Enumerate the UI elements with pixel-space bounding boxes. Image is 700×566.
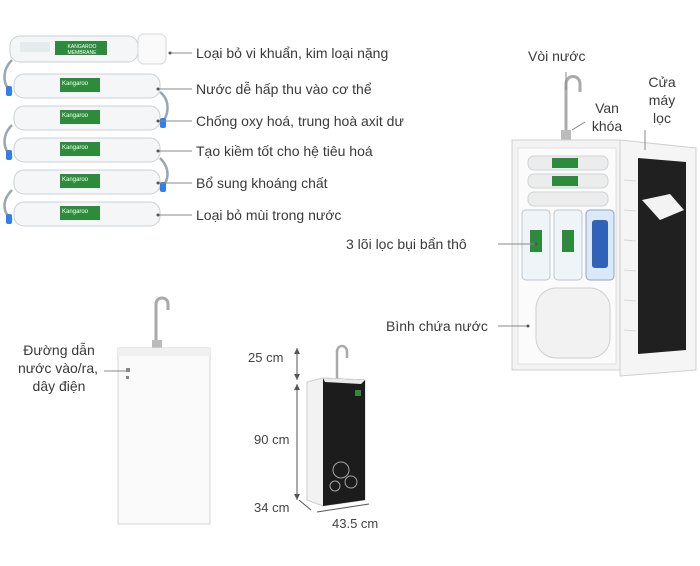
dim-depth: 34 cm [254, 500, 290, 515]
filter-stack-illustration [3, 33, 169, 227]
cartridge-1 [9, 33, 167, 65]
cartridge-1-text: KANGAROO MEMBRANE [67, 44, 97, 56]
stage-label-1: Loại bỏ vi khuẩn, kim loại nặng [196, 45, 389, 61]
dim-width: 43.5 cm [332, 516, 379, 531]
cartridge-5 [13, 169, 161, 195]
back-view-label-2: nước vào/ra, [17, 360, 99, 376]
faucet-label: Vòi nước [528, 48, 586, 64]
cartridge-3 [13, 105, 161, 131]
dim-faucet-icon [335, 344, 349, 380]
stage-label-4: Tạo kiềm tốt cho hệ tiêu hoá [196, 143, 373, 159]
door-label-1: Cửa [648, 74, 676, 90]
door-label-3: lọc [653, 110, 671, 126]
back-faucet-icon [154, 296, 170, 348]
stage-label-6: Loại bỏ mùi trong nước [196, 207, 342, 223]
stage-label-5: Bổ sung khoáng chất [196, 175, 328, 191]
cartridge-5-text: Kangaroo [62, 177, 89, 183]
door-label-2: máy [648, 92, 676, 108]
cartridge-3-text: Kangaroo [62, 113, 89, 119]
cartridge-6 [13, 201, 161, 227]
cabinet-leader-lines [498, 72, 646, 328]
stage-label-2: Nước dễ hấp thu vào cơ thể [196, 81, 372, 97]
open-cabinet-illustration [511, 75, 697, 377]
cartridge-6-text: Kangaroo [62, 209, 89, 215]
dim-body-height: 90 cm [254, 432, 290, 447]
cartridge-2-text: Kangaroo [62, 81, 89, 87]
tank-label: Bình chứa nước [386, 318, 488, 334]
dimension-illustration [294, 344, 370, 513]
valve-label-1: Van [595, 100, 619, 116]
back-view-label-1: Đường dẫn [23, 342, 95, 358]
filter-stack [0, 30, 180, 230]
back-view-illustration [117, 296, 211, 525]
dim-faucet-height: 25 cm [248, 350, 284, 365]
cartridge-4 [13, 137, 161, 163]
stage-leader-lines [156, 51, 192, 217]
back-view-label-3: dây điện [32, 378, 86, 394]
cartridge-4-text: Kangaroo [62, 145, 89, 151]
back-view-leader [104, 370, 130, 372]
cartridge-2 [13, 73, 161, 99]
valve-label-2: khóa [591, 118, 623, 134]
stage-label-3: Chống oxy hoá, trung hoà axit dư [196, 113, 404, 129]
prefilter-label: 3 lõi lọc bụi bẩn thô [346, 236, 467, 252]
